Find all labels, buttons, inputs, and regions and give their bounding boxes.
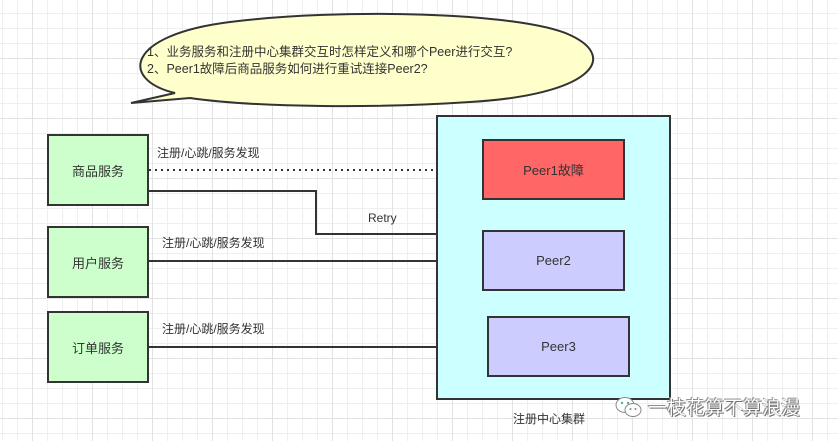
question-line-2: 2、Peer1故障后商品服务如何进行重试连接Peer2? — [147, 62, 428, 76]
edge-order-label: 注册/心跳/服务发现 — [162, 322, 265, 336]
question-bubble: 1、业务服务和注册中心集群交互时怎样定义和哪个Peer进行交互? 2、Peer1… — [147, 44, 512, 78]
service-goods[interactable]: 商品服务 — [47, 134, 149, 206]
question-line-1: 1、业务服务和注册中心集群交互时怎样定义和哪个Peer进行交互? — [147, 45, 513, 59]
service-goods-label: 商品服务 — [71, 163, 124, 179]
service-user-label: 用户服务 — [71, 255, 124, 271]
watermark-text: 一枝花算不算浪漫 — [648, 398, 801, 419]
peer1-label: Peer1故障 — [523, 163, 584, 178]
service-order-label: 订单服务 — [71, 340, 124, 356]
service-user[interactable]: 用户服务 — [47, 226, 149, 298]
question-bubble-shape — [130, 12, 594, 108]
edge-user-label: 注册/心跳/服务发现 — [162, 236, 265, 250]
cluster-label: 注册中心集群 — [513, 412, 586, 426]
service-order[interactable]: 订单服务 — [47, 311, 149, 383]
edge-retry-label: Retry — [368, 211, 397, 225]
peer2-node[interactable]: Peer2 — [482, 230, 625, 291]
peer2-label: Peer2 — [536, 253, 571, 268]
wechat-icon — [615, 396, 642, 417]
edge-goods-peer2-retry — [149, 190, 472, 235]
watermark: 一枝花算不算浪漫 — [614, 393, 800, 420]
peer3-label: Peer3 — [541, 339, 576, 354]
peer3-node[interactable]: Peer3 — [487, 316, 630, 377]
peer1-node[interactable]: Peer1故障 — [482, 139, 625, 200]
edge-goods-label: 注册/心跳/服务发现 — [157, 146, 260, 160]
